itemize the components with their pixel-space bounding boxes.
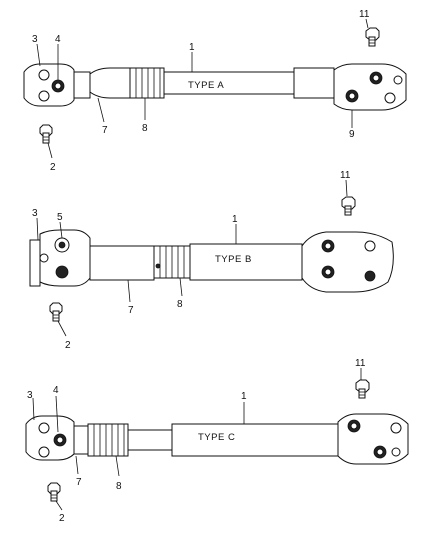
callout-bolt-left-c: 2 xyxy=(59,513,65,524)
flange-yoke-right-b xyxy=(301,231,394,293)
bolt-2-b xyxy=(49,302,63,322)
callout-bolt-left-a: 2 xyxy=(50,162,56,173)
flange-yoke-left-a xyxy=(23,63,91,107)
bolt-2-a xyxy=(39,124,53,144)
flange-yoke-left-b xyxy=(29,229,91,287)
bolt-11-c xyxy=(355,379,370,399)
callout-shaft-a: 1 xyxy=(189,42,195,53)
type-label-a: TYPE A xyxy=(188,80,224,91)
callout-tube-c: 7 xyxy=(76,477,82,488)
callout-boot-c: 8 xyxy=(116,481,122,492)
callout-bolt-right-a: 11 xyxy=(359,9,370,20)
callout-shaft-b: 1 xyxy=(232,214,238,225)
callout-boot-a: 8 xyxy=(142,123,148,134)
type-label-b: TYPE B xyxy=(215,254,252,265)
shaft-sleeve-a xyxy=(293,67,335,99)
shaft-tube-c xyxy=(171,423,339,457)
shaft-tube-a xyxy=(163,71,295,95)
boot-8-a xyxy=(129,67,165,99)
callout-flange-right-a: 9 xyxy=(349,129,355,140)
callout-yoke-left-c: 4 xyxy=(53,385,59,396)
callout-flange-left-b: 3 xyxy=(32,208,38,219)
bolt-11-a xyxy=(365,27,380,47)
intermediate-shaft-c xyxy=(127,429,173,451)
flange-yoke-right-a xyxy=(333,63,407,111)
callout-bolt-left-b: 2 xyxy=(65,340,71,351)
callout-bolt-right-b: 11 xyxy=(340,170,351,181)
callout-flange-left-a: 3 xyxy=(32,34,38,45)
flange-yoke-right-c xyxy=(337,413,409,465)
callout-yoke-left-a: 4 xyxy=(55,34,61,45)
boot-8-b xyxy=(153,245,191,279)
tube-7-b xyxy=(89,245,155,281)
flange-yoke-left-c xyxy=(25,415,89,461)
type-label-c: TYPE C xyxy=(198,432,235,443)
callout-tube-b: 7 xyxy=(128,305,134,316)
bolt-2-c xyxy=(47,482,61,502)
callout-boot-b: 8 xyxy=(177,299,183,310)
yoke-neck-a xyxy=(89,67,131,99)
callout-tube-a: 7 xyxy=(102,125,108,136)
bolt-11-b xyxy=(341,196,356,216)
callout-flange-left-c: 3 xyxy=(27,390,33,401)
assembly-type-a: 1 3 4 7 8 9 2 11 TYPE A xyxy=(23,9,407,173)
assembly-type-c: 1 3 4 7 8 2 11 TYPE C xyxy=(25,358,409,524)
boot-8-c xyxy=(87,423,129,457)
shaft-tube-b xyxy=(189,243,303,281)
callout-bolt-right-c: 11 xyxy=(355,358,366,369)
callout-shaft-c: 1 xyxy=(241,391,247,402)
callout-yoke-left-b: 5 xyxy=(57,212,63,223)
assembly-type-b: 1 3 5 7 8 2 11 TYPE B xyxy=(29,170,394,351)
